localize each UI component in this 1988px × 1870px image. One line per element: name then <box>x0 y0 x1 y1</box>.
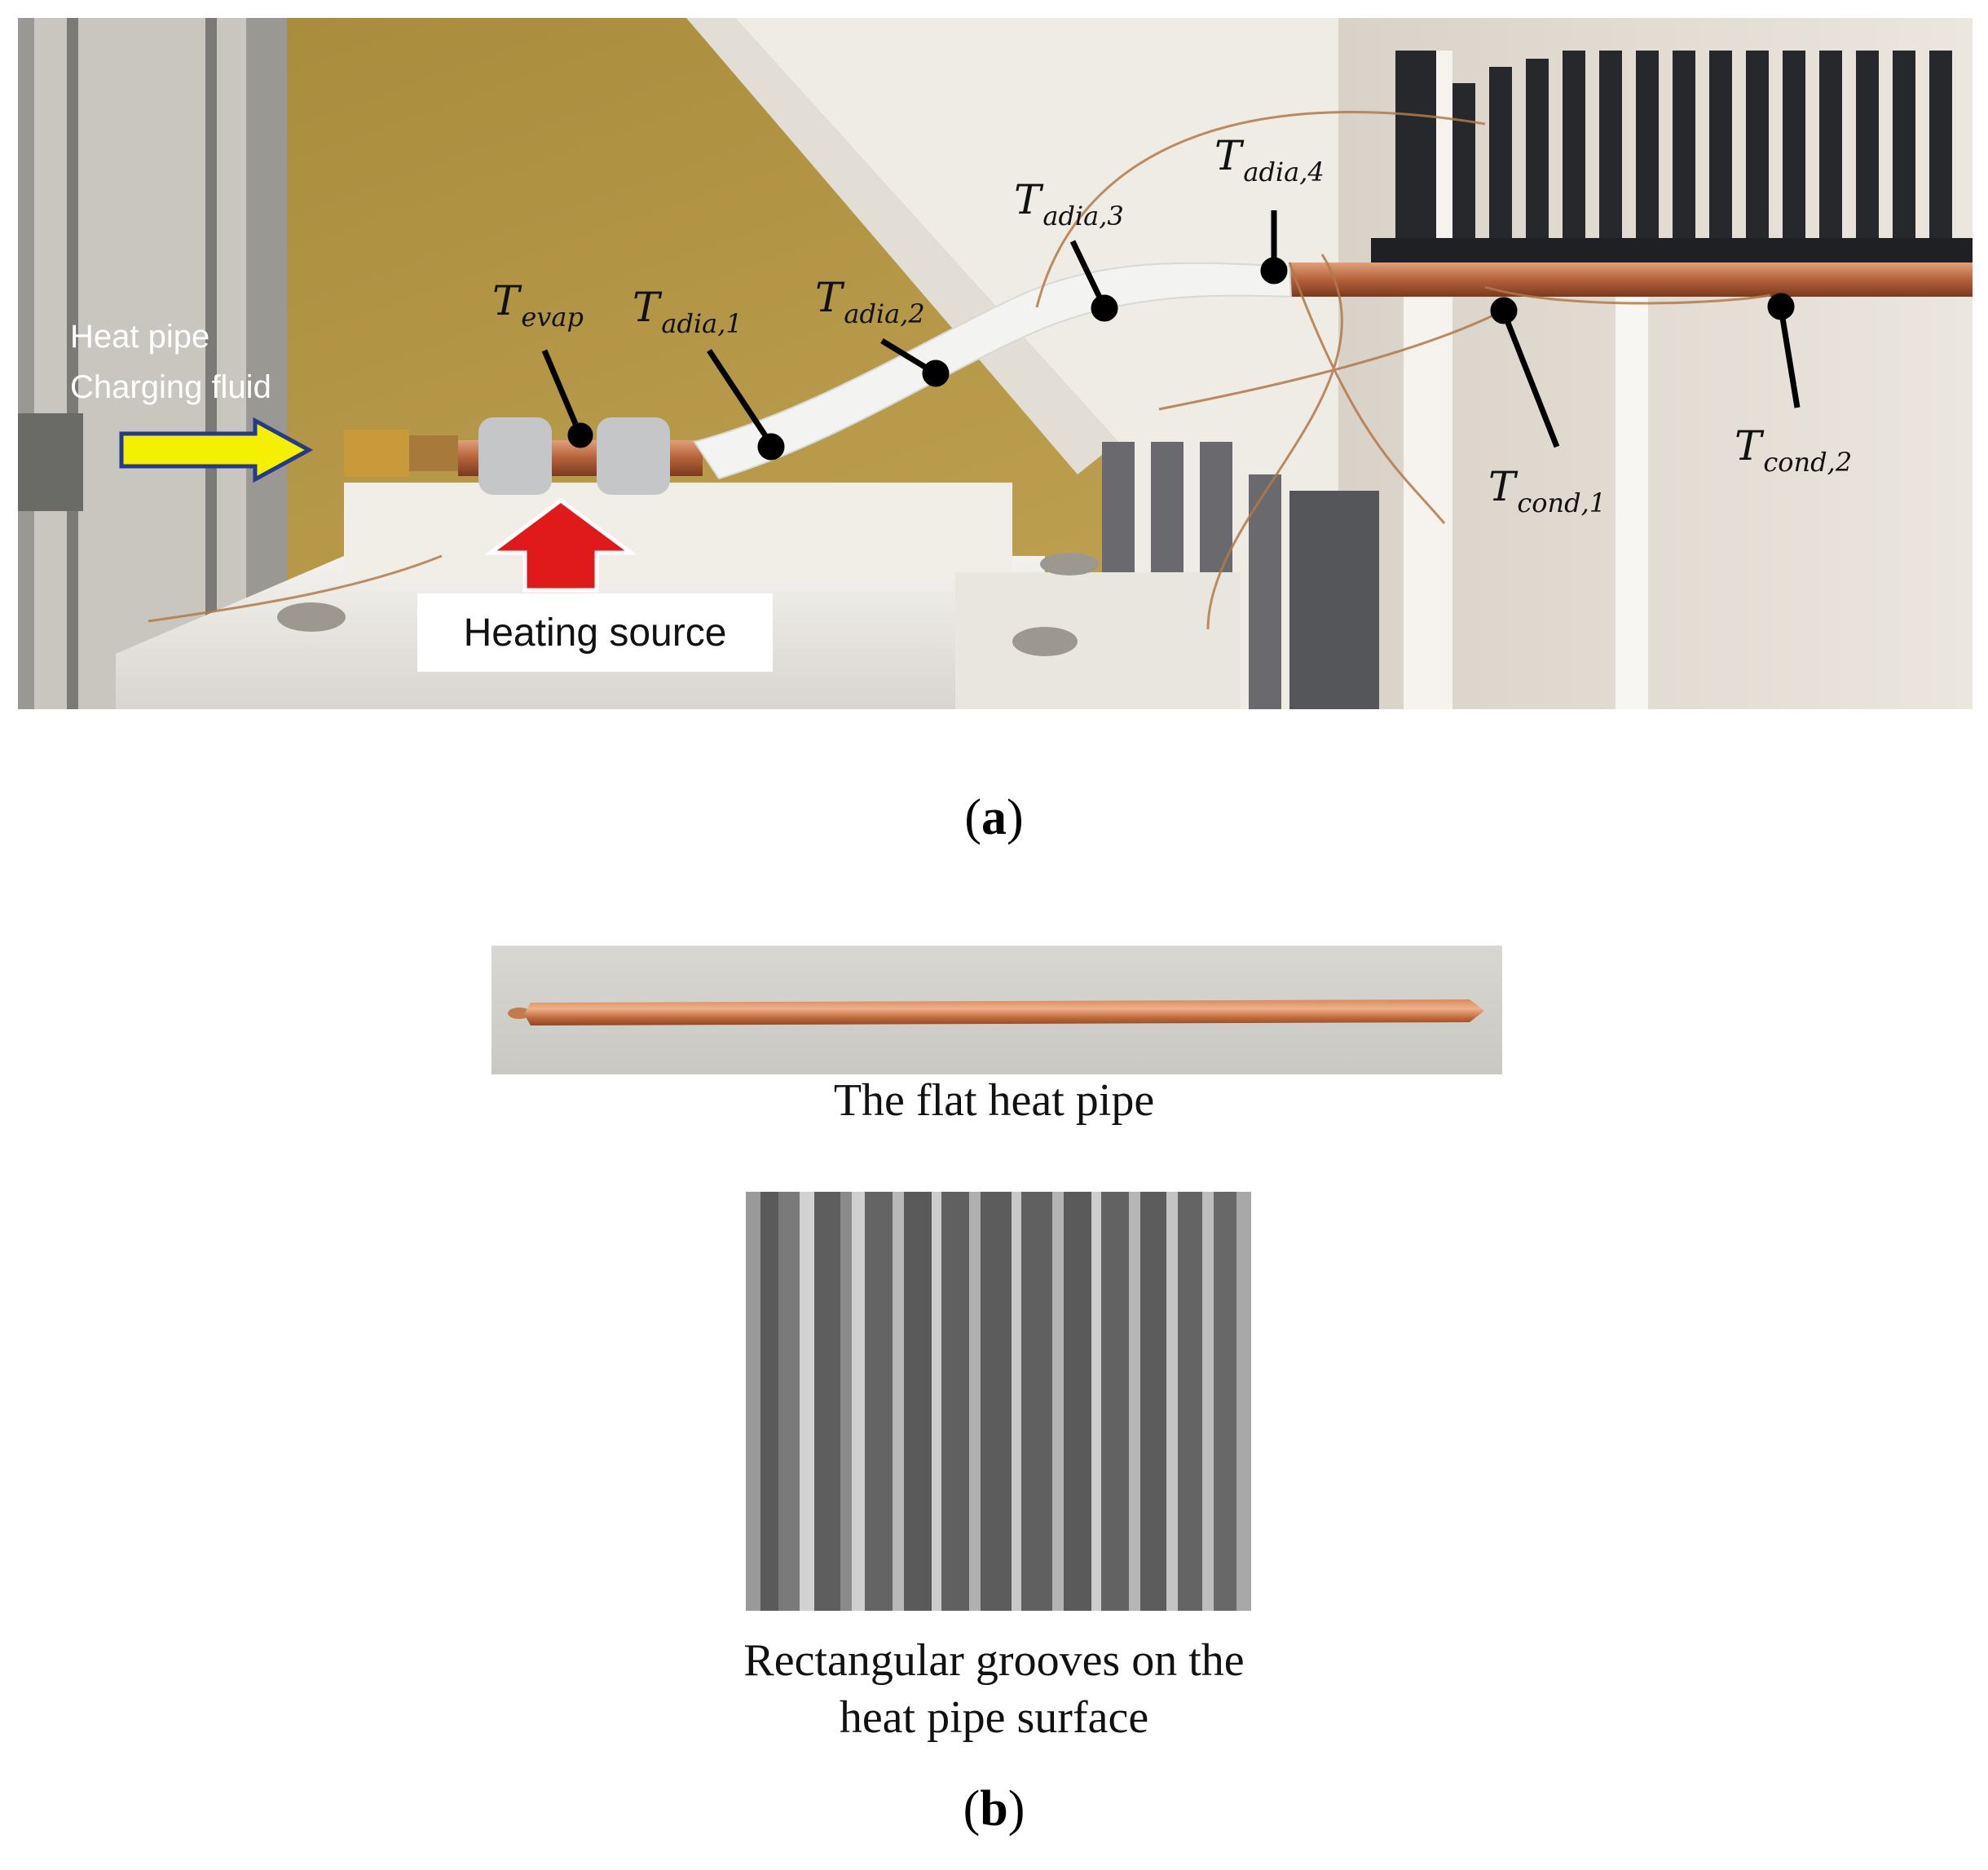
tcond2-dot <box>1767 293 1795 320</box>
label-t-adia-1: Tadia,1 <box>633 284 743 339</box>
panel-a-label: (a) <box>964 790 1024 845</box>
thermocouple-leaders <box>541 210 1801 461</box>
tcond1-leader <box>1501 311 1560 448</box>
panel-b-label: (b) <box>963 1781 1025 1837</box>
tcond2-leader <box>1778 307 1801 408</box>
rectangular-grooves-image <box>746 1192 1251 1611</box>
tadia4-dot <box>1260 257 1288 284</box>
grooves-caption: Rectangular grooves on the heat pipe sur… <box>0 1632 1988 1746</box>
label-t-evap: Tevap <box>492 277 584 333</box>
tevap-leader <box>541 349 584 437</box>
flat-heat-pipe-caption: The flat heat pipe <box>833 1075 1155 1126</box>
tadia2-dot <box>922 359 950 387</box>
label-t-adia-4: Tadia,4 <box>1214 132 1325 187</box>
tadia3-leader <box>1069 240 1107 307</box>
label-t-cond-1: Tcond,1 <box>1488 463 1607 518</box>
heating-source-label-box: Heating source <box>417 593 773 672</box>
rectangular-grooves-photo <box>746 1192 1251 1611</box>
panel-a-photo <box>18 18 1973 709</box>
heat-pipe-charging-label: Heat pipe Charging fluid <box>70 311 271 412</box>
experimental-setup-photo <box>18 18 1973 709</box>
grooves-caption-line1: Rectangular grooves on the <box>743 1635 1245 1686</box>
tcond1-dot <box>1490 297 1518 324</box>
flat-heat-pipe-image <box>491 946 1502 1074</box>
tadia1-dot <box>757 433 785 461</box>
label-t-adia-2: Tadia,2 <box>815 274 925 329</box>
tadia3-dot <box>1091 294 1118 322</box>
heat-pipe-label-line1: Heat pipe <box>70 319 210 355</box>
label-t-cond-2: Tcond,2 <box>1735 422 1853 478</box>
charging-fluid-label-line2: Charging fluid <box>70 369 271 405</box>
heating-source-label: Heating source <box>463 611 727 655</box>
tadia1-leader <box>707 349 774 446</box>
charging-fluid-arrow <box>119 417 314 483</box>
heating-source-arrow <box>486 497 637 593</box>
grooves-caption-line2: heat pipe surface <box>839 1692 1149 1743</box>
label-t-adia-3: Tadia,3 <box>1014 176 1124 232</box>
tevap-dot <box>567 422 593 448</box>
flat-heat-pipe-photo <box>491 946 1502 1074</box>
